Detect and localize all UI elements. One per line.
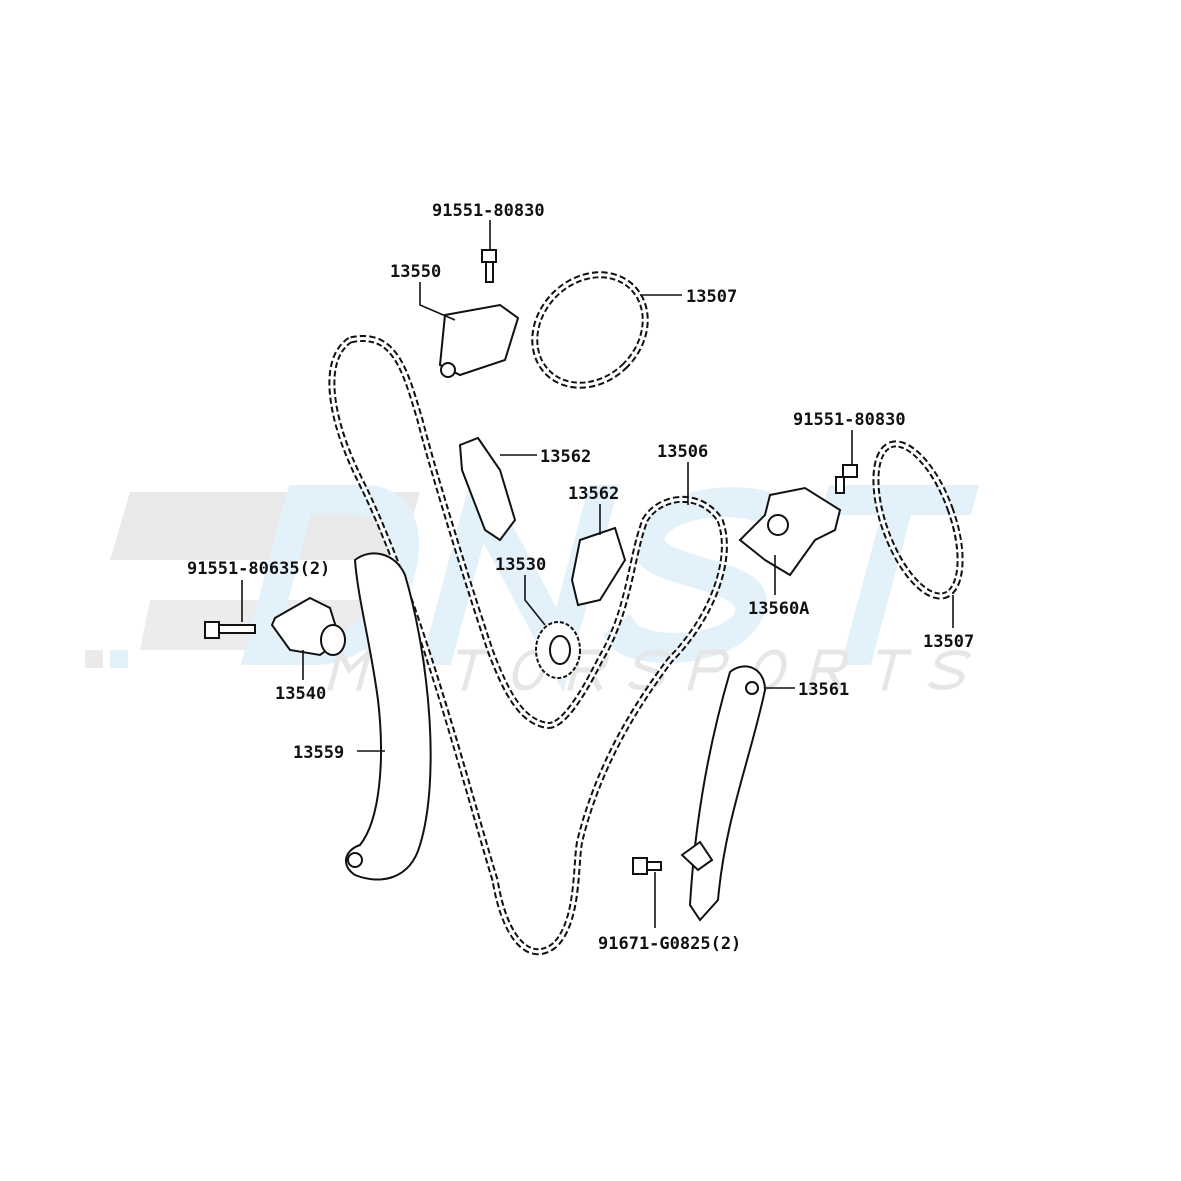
- label-13507-top: 13507: [686, 287, 737, 307]
- label-13530: 13530: [495, 555, 546, 575]
- label-13561: 13561: [798, 680, 849, 700]
- chain-13507-right: [872, 440, 964, 600]
- sprocket-13530: [535, 621, 581, 679]
- watermark-letter-p: [687, 649, 729, 691]
- bolt-top: [481, 249, 497, 283]
- label-13506: 13506: [657, 442, 708, 462]
- label-13562-lower: 13562: [568, 484, 619, 504]
- watermark-letter-t: [820, 485, 980, 665]
- bolt-right: [835, 464, 858, 494]
- label-13559: 13559: [293, 743, 344, 763]
- slipper-13559: [345, 552, 432, 881]
- label-13560A: 13560A: [748, 599, 809, 619]
- bolt-bottom: [632, 857, 662, 875]
- watermark-letter-m: [327, 644, 374, 691]
- slipper-13562-upper: [458, 436, 517, 542]
- label-bolt-bottom: 91671-G0825(2): [598, 934, 741, 954]
- bolt-left: [204, 621, 256, 639]
- label-bolt-left: 91551-80635(2): [187, 559, 330, 579]
- label-13550: 13550: [390, 262, 441, 282]
- guide-13561: [680, 665, 767, 922]
- chain-13507-top: [531, 271, 649, 389]
- watermark-letter-r: [807, 649, 849, 692]
- watermark-letter-t: [876, 649, 912, 691]
- label-13540: 13540: [275, 684, 326, 704]
- label-13507-right: 13507: [923, 632, 974, 652]
- watermark-letter-s: [927, 650, 972, 690]
- tensioner-13540: [270, 596, 346, 657]
- leader-lines: [241, 220, 954, 928]
- chain-guide-13550: [438, 303, 520, 378]
- slipper-13562-lower: [570, 526, 627, 607]
- timing-chain-main-inner: [330, 337, 726, 954]
- watermark-letter-s: [602, 487, 798, 663]
- watermark-letter-t: [456, 649, 492, 691]
- label-bolt-top: 91551-80830: [432, 201, 545, 221]
- label-13562-upper: 13562: [540, 447, 591, 467]
- label-bolt-right: 91551-80830: [793, 410, 906, 430]
- tensioner-13560A: [738, 486, 842, 577]
